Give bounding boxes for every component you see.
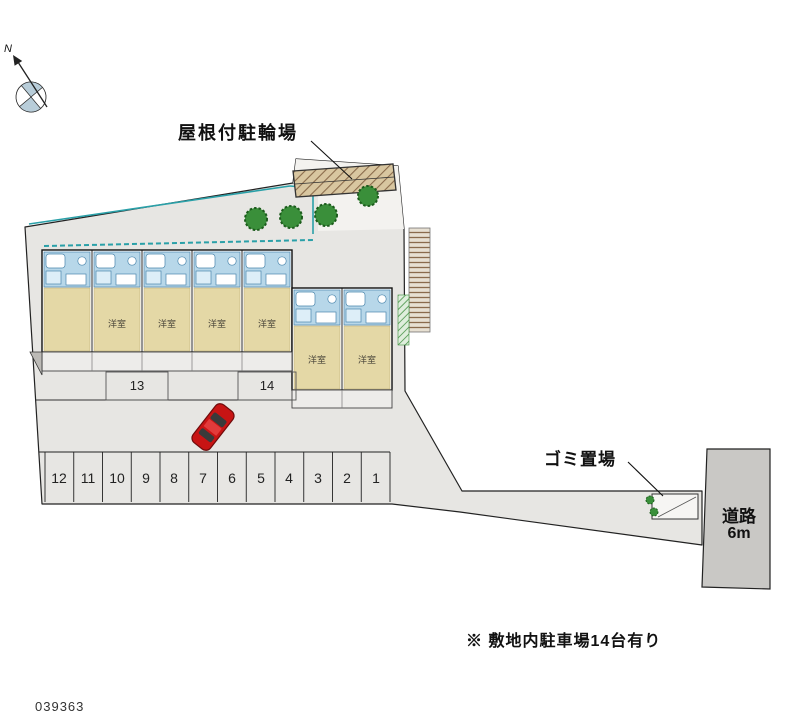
- leader-line-garbage: [627, 461, 664, 497]
- car-icon: [191, 403, 235, 451]
- parking-grid: [39, 451, 391, 502]
- room-label: 洋室: [107, 319, 126, 329]
- fence-hatch: [408, 227, 431, 333]
- north-arrow-icon: [15, 58, 48, 108]
- north-label: N: [4, 43, 12, 55]
- stall-number: 4: [285, 470, 293, 486]
- stall-number: 11: [80, 470, 96, 486]
- room-label: 洋室: [257, 319, 276, 329]
- room-label: 洋室: [207, 319, 226, 329]
- garbage-area: [645, 493, 699, 520]
- unit-dividers: [91, 250, 343, 390]
- parking-note: ※ 敷地内駐車場14台有り: [466, 633, 662, 650]
- north-compass: [13, 55, 48, 113]
- stall-number: 1: [372, 470, 380, 486]
- tree-icon: [244, 185, 379, 231]
- stall-number: 7: [199, 470, 207, 486]
- stall-number: 13: [129, 378, 145, 393]
- room-label: 洋室: [157, 319, 176, 329]
- front-stalls: [105, 371, 297, 401]
- stairs: [29, 351, 43, 376]
- stall-number: 8: [170, 470, 178, 486]
- balcony: [41, 351, 293, 372]
- building: [29, 249, 393, 409]
- bike-parking-label: 屋根付駐輪場: [178, 123, 298, 143]
- stall-number: 5: [257, 470, 265, 486]
- hedge: [397, 294, 410, 346]
- stall-number: 9: [142, 470, 150, 486]
- road-label: 道路: [722, 507, 756, 526]
- stall-number: 14: [259, 378, 275, 393]
- room-label: 洋室: [307, 355, 326, 365]
- road-area: [701, 448, 771, 590]
- stall-number: 12: [51, 470, 67, 486]
- stall-number: 2: [343, 470, 351, 486]
- stall-number: 6: [228, 470, 236, 486]
- room-label: 洋室: [357, 355, 376, 365]
- leader-line-bike: [310, 140, 353, 180]
- room-floor: [43, 287, 91, 352]
- bathroom-unit: [43, 251, 91, 288]
- stall-number: 10: [109, 470, 125, 486]
- drawing-number: 039363: [35, 699, 85, 714]
- road-width-label: 6m: [727, 525, 751, 542]
- stall-number: 3: [314, 470, 322, 486]
- garbage-label: ゴミ置場: [544, 450, 616, 469]
